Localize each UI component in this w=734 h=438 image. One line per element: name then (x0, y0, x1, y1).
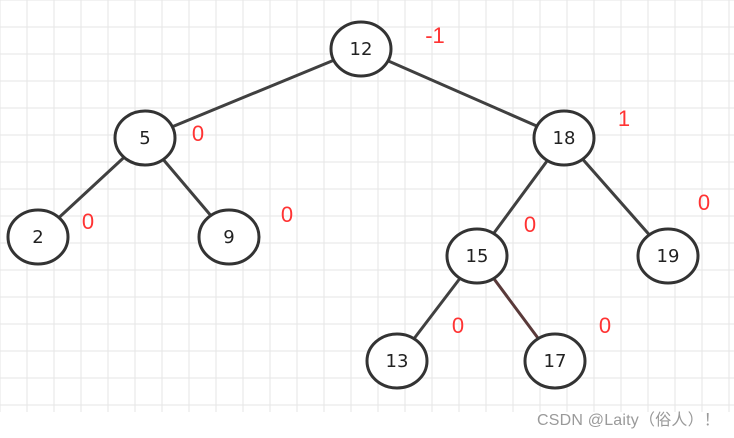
node-circle (365, 332, 429, 390)
node-9: 9 (197, 208, 261, 266)
edge-12-18 (359, 47, 566, 140)
balance-factor-12: -1 (425, 23, 445, 48)
balance-factor-5: 0 (192, 121, 204, 146)
node-label: 17 (544, 351, 567, 372)
node-circle (113, 109, 177, 167)
node-label: 15 (466, 246, 489, 267)
node-circle (445, 227, 509, 285)
node-19: 19 (636, 227, 700, 285)
edge-12-5 (143, 47, 363, 140)
node-13: 13 (365, 332, 429, 390)
node-15: 15 (445, 227, 509, 285)
node-label: 19 (657, 246, 680, 267)
tree-edges (36, 47, 670, 363)
node-12: 12 (329, 20, 393, 78)
node-2: 2 (6, 208, 70, 266)
balance-factor-9: 0 (281, 202, 293, 227)
node-circle (532, 109, 596, 167)
node-circle (636, 227, 700, 285)
node-label: 5 (139, 128, 150, 149)
node-label: 12 (350, 39, 373, 60)
node-17: 17 (523, 332, 587, 390)
node-label: 2 (32, 227, 43, 248)
node-circle (329, 20, 393, 78)
balance-factor-13: 0 (452, 313, 464, 338)
balance-factor-17: 0 (599, 313, 611, 338)
balance-factor-19: 0 (698, 190, 710, 215)
balance-factors: -1 0 1 0 0 0 0 0 0 (82, 23, 710, 338)
node-5: 5 (113, 109, 177, 167)
node-circle (523, 332, 587, 390)
node-label: 9 (223, 227, 234, 248)
watermark-text: CSDN @Laity（俗人）！ (536, 412, 720, 429)
balance-factor-2: 0 (82, 209, 94, 234)
node-18: 18 (532, 109, 596, 167)
balance-factor-15: 0 (524, 212, 536, 237)
node-label: 13 (386, 351, 409, 372)
balance-factor-18: 1 (618, 106, 630, 131)
node-circle (197, 208, 261, 266)
node-label: 18 (553, 128, 576, 149)
node-circle (6, 208, 70, 266)
tree-nodes: 12 5 18 2 9 15 19 13 17 (6, 20, 700, 390)
